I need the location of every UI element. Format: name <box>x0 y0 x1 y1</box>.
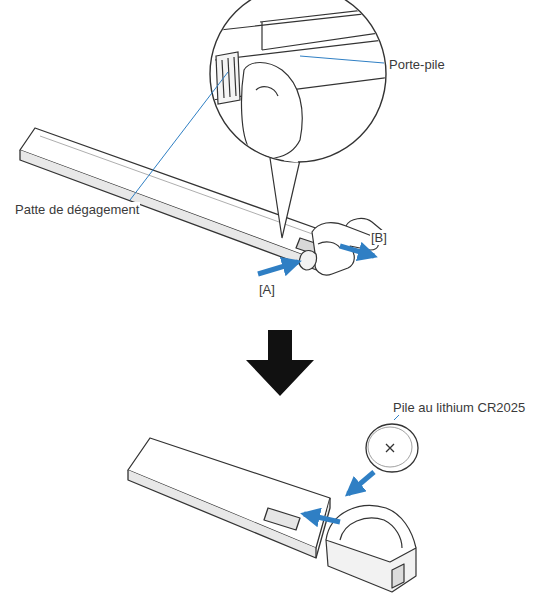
part-label: Patte de dégagement <box>14 202 140 217</box>
magnifier <box>210 0 400 238</box>
label-box: Porte-pile <box>388 55 446 73</box>
hand <box>299 219 384 276</box>
battery-holder <box>326 506 416 592</box>
pull-arrow <box>340 246 374 256</box>
part-label: Pile au lithium CR2025 <box>392 400 526 415</box>
part-label: Porte-pile <box>388 57 446 72</box>
insert-arrow <box>304 514 340 522</box>
leader-line <box>130 72 228 200</box>
down-arrow <box>246 330 314 396</box>
label-box: Pile au lithium CR2025 <box>392 398 526 416</box>
step-label: [A] <box>258 282 276 297</box>
remote-bottom <box>128 438 330 558</box>
leader-line <box>300 56 384 63</box>
label-box: [B] <box>370 228 388 246</box>
label-box: Patte de dégagement <box>14 200 140 218</box>
coin-cell <box>366 424 418 472</box>
push-arrow <box>258 262 298 274</box>
insert-arrow <box>348 472 374 494</box>
step-label: [B] <box>370 230 388 245</box>
label-box: [A] <box>258 280 276 298</box>
